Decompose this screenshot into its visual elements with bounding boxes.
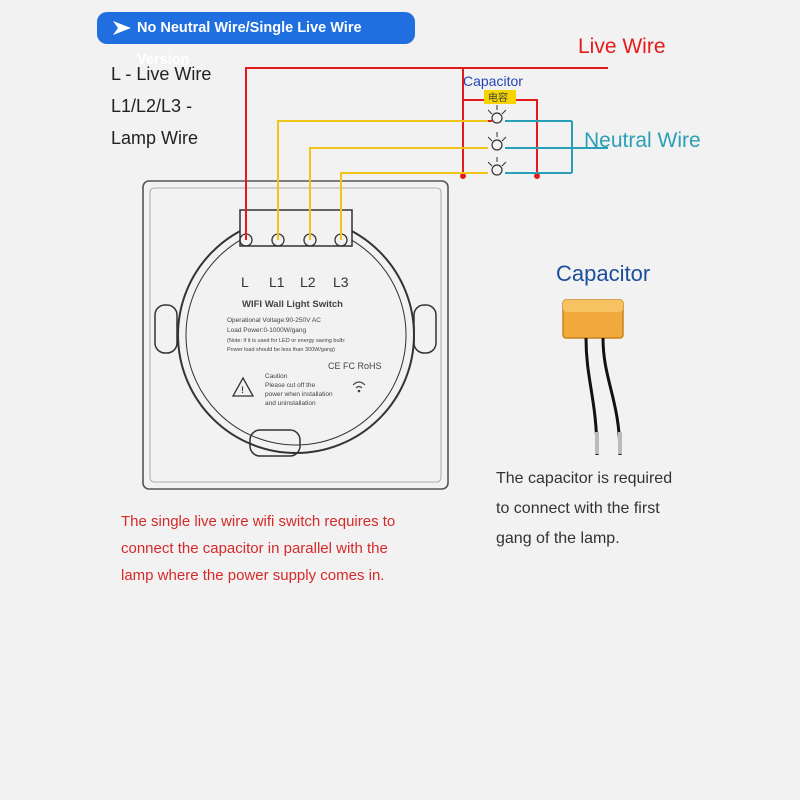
lamp-wire-l2 xyxy=(309,147,488,240)
terminal-label-l1: L1 xyxy=(269,274,285,290)
wifi-icon xyxy=(352,381,366,389)
switch-back-housing xyxy=(177,216,415,454)
capacitor-label-small: Capacitor xyxy=(463,73,523,89)
wifi-icon-dot xyxy=(357,389,361,393)
neutral-wire-label: Neutral Wire xyxy=(584,129,701,152)
switch-title: WIFI Wall Light Switch xyxy=(242,299,343,310)
lamp-wire-l3 xyxy=(340,172,488,240)
spec-line-4: Power load should be less than 300W/gang… xyxy=(227,347,335,353)
legend-line-1: L - Live Wire xyxy=(111,64,212,84)
live-wire xyxy=(245,67,608,240)
warning-icon-mark: ! xyxy=(241,385,244,395)
lamp-icon-3 xyxy=(487,157,507,176)
terminal-label-l2: L2 xyxy=(300,274,316,290)
capacitor-leg-right xyxy=(601,337,622,456)
capacitor-title: Capacitor xyxy=(556,261,651,286)
capacitor-lead-tip-left xyxy=(595,432,599,454)
caution-line-2: power when installation xyxy=(265,391,333,398)
switch-plate-inner xyxy=(149,187,442,483)
spec-line-3: (Note: if it is used for LED or energy s… xyxy=(227,338,346,344)
left-clip xyxy=(154,304,178,354)
caution-line-1: Please cut off the xyxy=(265,382,315,389)
arrow-right-icon xyxy=(113,21,131,35)
warning-icon xyxy=(231,376,255,397)
spec-line-2: Load Power:0-1000W/gang xyxy=(227,327,307,334)
legend-line-2: L1/L2/L3 - xyxy=(111,96,193,116)
installation-note: The single live wire wifi switch require… xyxy=(121,508,451,589)
certification-marks: CE FC RoHS xyxy=(328,361,382,371)
installation-note-line: The single live wire wifi switch require… xyxy=(121,513,396,530)
live-node-2 xyxy=(534,173,540,179)
live-node-1 xyxy=(460,173,466,179)
caution-title: Caution xyxy=(265,373,288,380)
version-label: No Neutral Wire/Single Live Wire Version xyxy=(137,20,362,68)
lamp-icon-2 xyxy=(487,132,507,151)
caution-line-3: and uninstallation xyxy=(265,400,316,407)
version-badge: No Neutral Wire/Single Live Wire Version xyxy=(97,12,415,68)
installation-note-line: lamp where the power supply comes in. xyxy=(121,567,385,584)
installation-note-line: connect the capacitor in parallel with t… xyxy=(121,540,388,557)
bottom-clip xyxy=(249,429,301,457)
terminal-label-l3: L3 xyxy=(333,274,349,290)
capacitor-note-line: The capacitor is required xyxy=(496,470,673,487)
legend-line-3: Lamp Wire xyxy=(111,128,199,148)
capacitor-note-line: gang of the lamp. xyxy=(496,530,620,547)
capacitor-tag xyxy=(484,90,516,104)
terminal-label-l: L xyxy=(241,274,249,290)
lamp-wire-l1 xyxy=(277,120,488,240)
terminal-block xyxy=(239,209,353,247)
live-wire-label: Live Wire xyxy=(578,35,666,58)
capacitor-lead-tip-right xyxy=(618,432,622,454)
lamp-icon-1 xyxy=(487,105,507,124)
capacitor-body-top xyxy=(563,300,623,312)
capacitor-note: The capacitor is required to connect wit… xyxy=(496,464,736,554)
switch-back-housing-inner xyxy=(185,224,407,446)
switch-plate xyxy=(142,180,449,490)
right-clip xyxy=(413,304,437,354)
capacitor-note-line: to connect with the first xyxy=(496,500,660,517)
capacitor-tag-text: 电容 xyxy=(488,91,508,104)
spec-line-1: Operational Voltage:90-250V AC xyxy=(227,317,321,324)
